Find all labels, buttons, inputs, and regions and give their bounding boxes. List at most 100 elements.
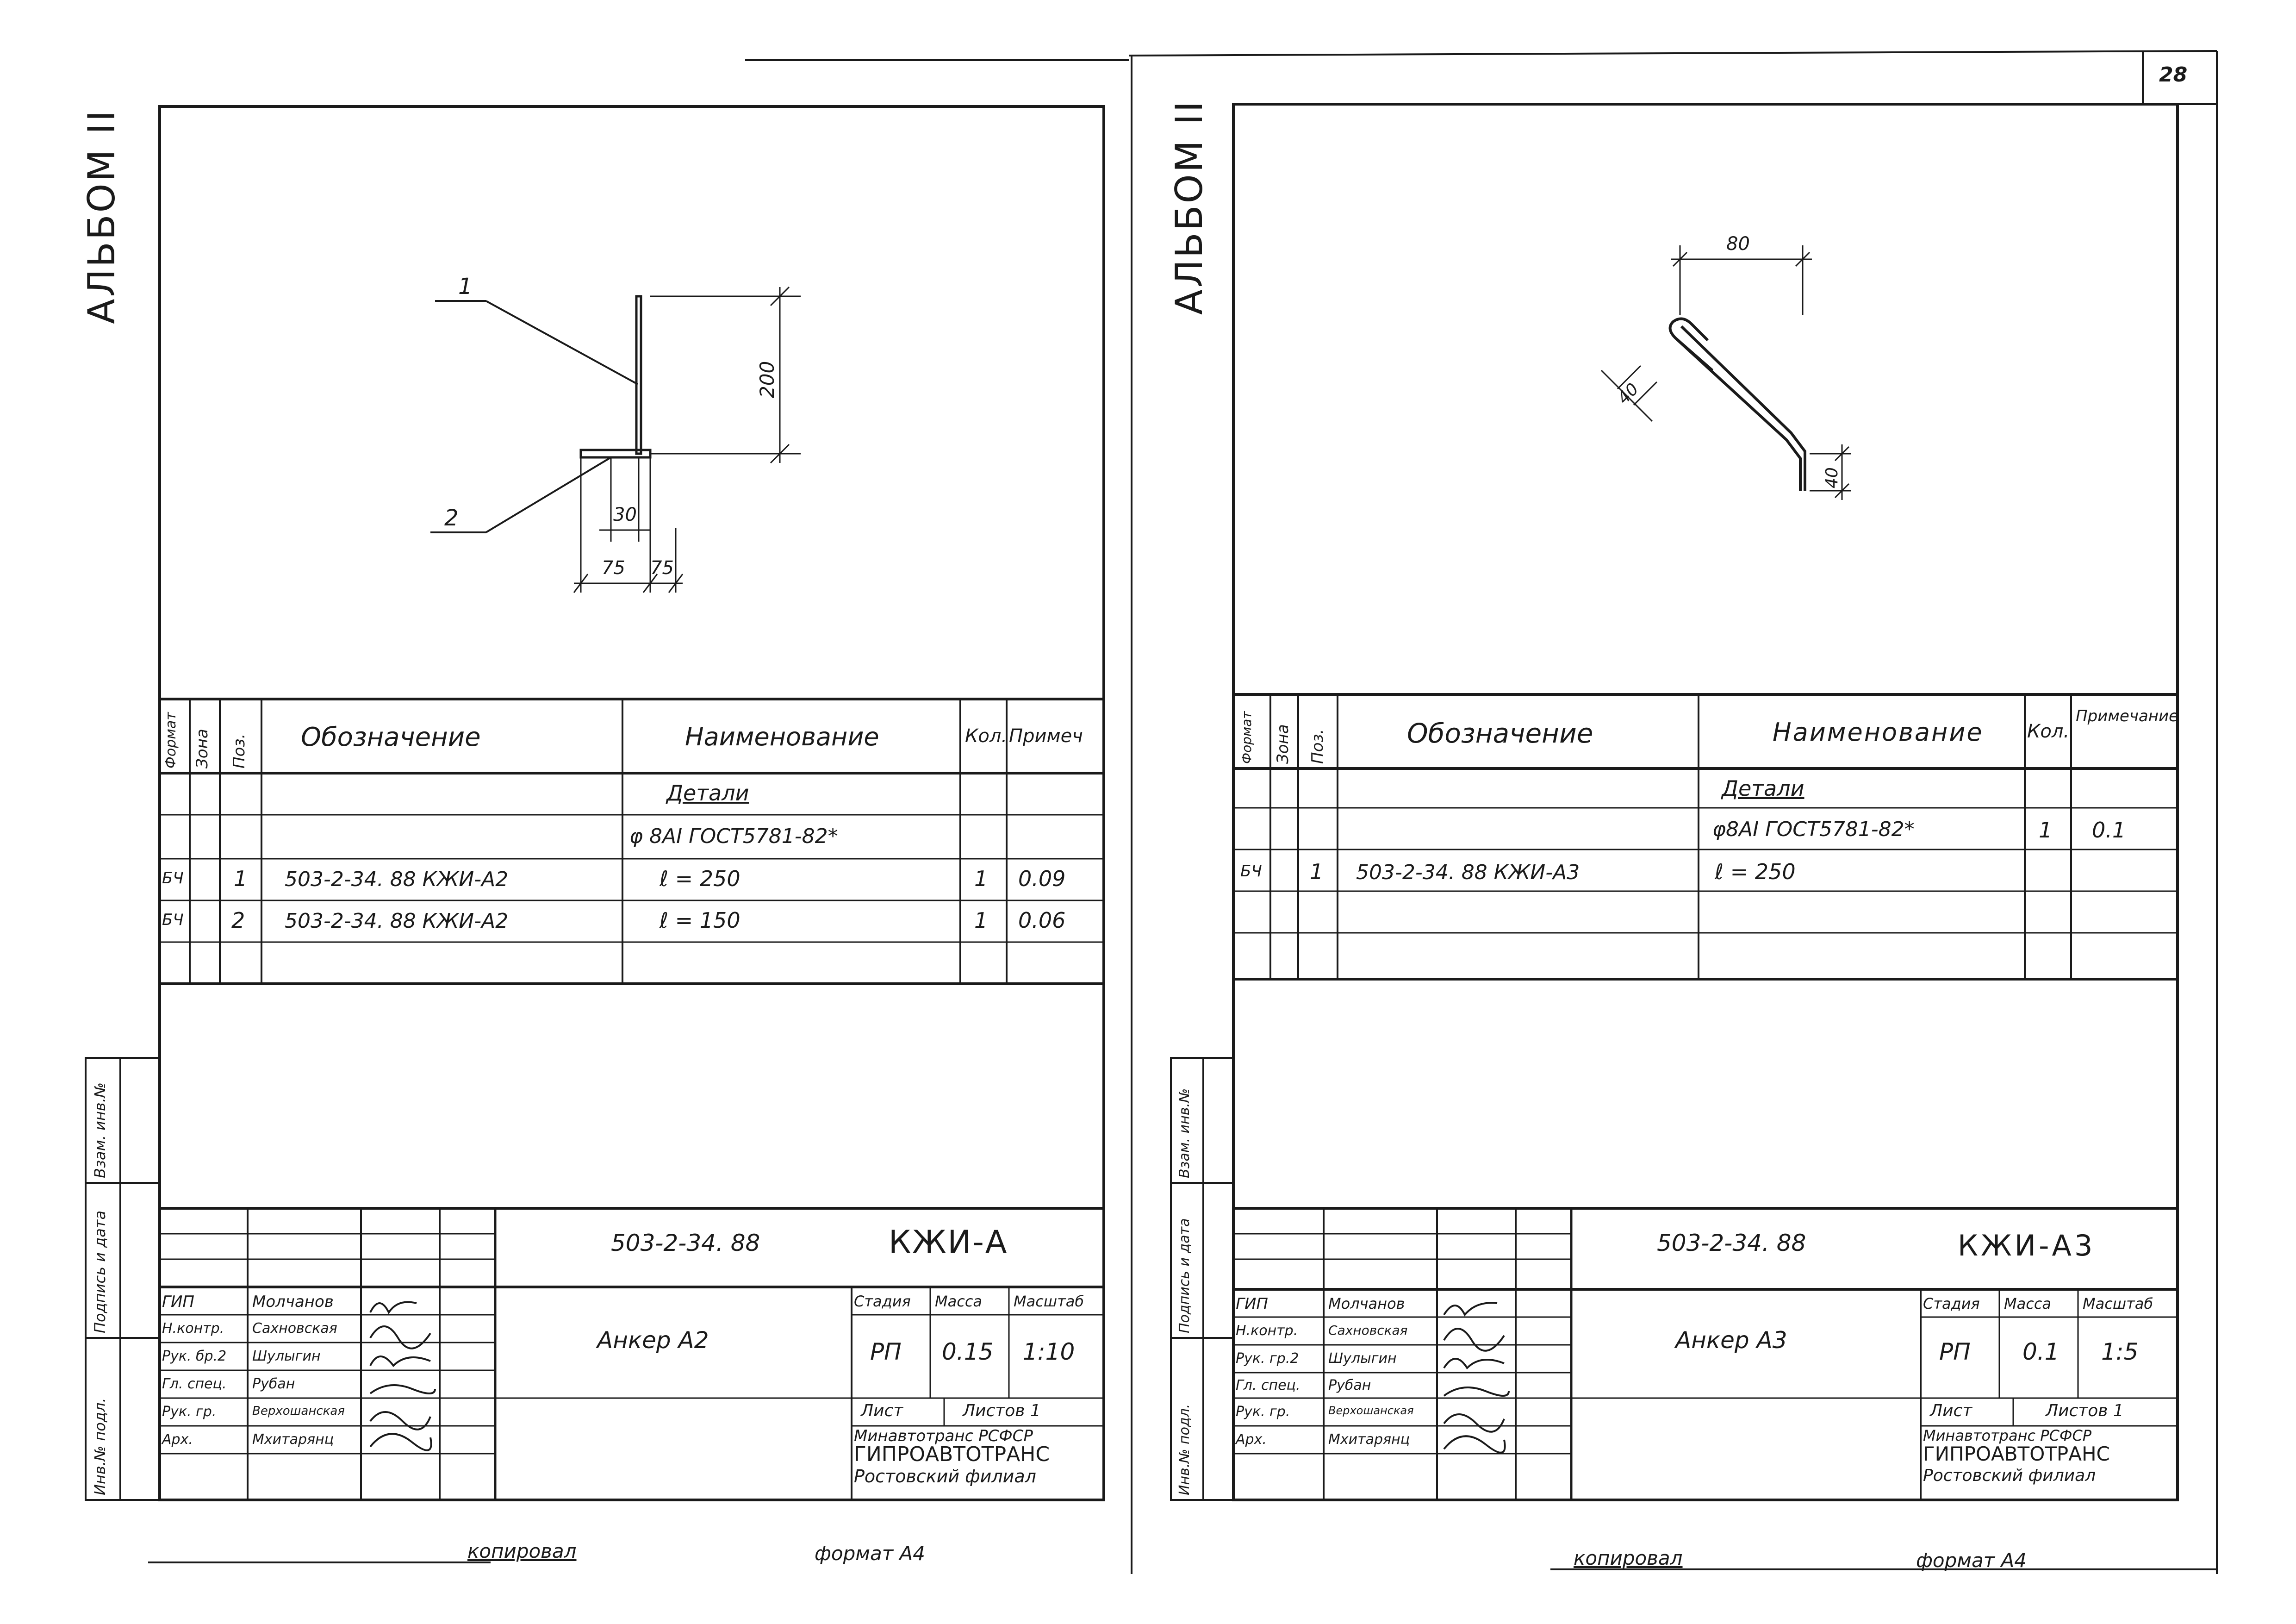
title-sheet-label: Лист xyxy=(861,1401,903,1420)
title-org-ministry: Минавтотранс РСФСР xyxy=(1923,1427,2092,1444)
signer-role: Н.контр. xyxy=(162,1320,224,1337)
footer-format-left: формат А4 xyxy=(815,1542,925,1565)
title-mass: 0.15 xyxy=(942,1338,994,1365)
title-stage-header: Стадия xyxy=(854,1293,911,1310)
title-sheets-label: Листов 1 xyxy=(2046,1401,2124,1420)
stamp-podpis-data-right: Подпись и дата xyxy=(1176,1218,1193,1334)
spec-header-name: Наименование xyxy=(1773,718,1984,747)
spec-header-pos: Поз. xyxy=(230,733,249,768)
spec-header-qty: Кол. xyxy=(2027,721,2070,742)
spec-row-name: φ8AI ГОСТ5781-82* xyxy=(1712,818,1915,841)
title-part-name: Анкер А2 xyxy=(597,1327,709,1354)
spec-row-format: БЧ xyxy=(162,869,184,887)
album-label-right: АЛЬБОМ II xyxy=(1168,99,1211,315)
signer-name: Верхошанская xyxy=(252,1404,345,1418)
spec-header-note: Примеч xyxy=(1009,725,1083,747)
signer-name: Рубан xyxy=(252,1376,295,1392)
spec-row-designation: 503-2-34. 88 КЖИ-А2 xyxy=(285,909,509,933)
stamp-inv-podl-right: Инв.№ подл. xyxy=(1176,1404,1193,1495)
spec-row-format: БЧ xyxy=(162,911,184,929)
title-stage: РП xyxy=(870,1338,902,1365)
title-scale: 1:10 xyxy=(1023,1338,1075,1365)
signer-name: Мхитарянц xyxy=(252,1431,334,1448)
album-label-left: АЛЬБОМ II xyxy=(80,108,123,324)
footer-copied-right: копировал xyxy=(1574,1547,1683,1569)
dim-30: 30 xyxy=(613,504,637,525)
signer-name: Шулыгин xyxy=(252,1348,321,1364)
dim-40-vert: 40 xyxy=(1823,467,1842,488)
spec-row-name: Детали xyxy=(666,781,749,806)
signer-role: Гл. спец. xyxy=(1236,1377,1300,1393)
title-scale: 1:5 xyxy=(2101,1338,2139,1365)
spec-row-name: ℓ = 250 xyxy=(660,866,740,891)
title-scale-header: Масштаб xyxy=(1014,1293,1084,1310)
title-org-branch: Ростовский филиал xyxy=(854,1466,1036,1487)
signer-role: ГИП xyxy=(1236,1295,1268,1313)
signer-role: Арх. xyxy=(162,1431,193,1448)
dim-80: 80 xyxy=(1726,233,1750,255)
signer-role: Рук. бр.2 xyxy=(162,1348,227,1364)
signer-role: Арх. xyxy=(1236,1431,1267,1448)
spec-row-name: ℓ = 250 xyxy=(1715,859,1796,884)
page-number: 28 xyxy=(2159,63,2188,87)
anchor-a3-drawing: 80 40 40 xyxy=(1600,233,1851,500)
leader-label-2: 2 xyxy=(444,505,459,531)
spec-row-note: 0.09 xyxy=(1018,866,1066,891)
spec-row-name: φ 8AI ГОСТ5781-82* xyxy=(629,824,838,848)
title-sheets-label: Листов 1 xyxy=(963,1401,1041,1420)
spec-header-qty: Кол. xyxy=(965,725,1008,747)
spec-row-qty: 1 xyxy=(974,908,988,933)
title-mass-header: Масса xyxy=(2004,1295,2052,1312)
signer-name: Шулыгин xyxy=(1328,1350,1397,1367)
signer-role: Н.контр. xyxy=(1236,1323,1298,1339)
anchor-a2-drawing: 1 2 200 30 75 75 xyxy=(430,274,801,593)
signer-name: Сахновская xyxy=(1328,1323,1408,1338)
signature-scribbles-left xyxy=(369,1301,436,1451)
title-stage-header: Стадия xyxy=(1923,1295,1980,1312)
title-mass: 0.1 xyxy=(2022,1338,2060,1365)
spec-row-designation: 503-2-34. 88 КЖИ-А3 xyxy=(1356,861,1580,884)
title-org-branch: Ростовский филиал xyxy=(1923,1466,2096,1485)
dim-200: 200 xyxy=(756,361,778,398)
title-mass-header: Масса xyxy=(935,1293,983,1310)
signer-role: Рук. гр. xyxy=(162,1404,217,1420)
title-doc-code: КЖИ-А xyxy=(889,1224,1008,1261)
spec-row-format: БЧ xyxy=(1240,862,1262,881)
signer-name: Сахновская xyxy=(252,1320,337,1337)
spec-header-name: Наименование xyxy=(685,722,879,751)
dim-75-a: 75 xyxy=(602,557,625,579)
footer-copied-left: копировал xyxy=(467,1540,577,1562)
footer-format-right: формат А4 xyxy=(1916,1549,2027,1572)
signer-role: Рук. гр.2 xyxy=(1236,1350,1299,1367)
signature-scribbles-right xyxy=(1443,1302,1510,1454)
stamp-vzam-inv-left: Взам. инв.№ xyxy=(91,1082,109,1178)
spec-header-designation: Обозначение xyxy=(1407,718,1593,749)
signer-name: Верхошанская xyxy=(1328,1404,1414,1417)
title-doc-code: КЖИ-А3 xyxy=(1958,1229,2096,1262)
spec-row-pos: 2 xyxy=(231,908,245,933)
signer-role: Рук. гр. xyxy=(1236,1404,1290,1420)
spec-header-zone: Зона xyxy=(193,729,212,768)
spec-row-designation: 503-2-34. 88 КЖИ-А2 xyxy=(285,868,509,891)
signer-name: Молчанов xyxy=(252,1293,334,1311)
spec-row-note: 0.06 xyxy=(1018,908,1066,933)
spec-header-format: Формат xyxy=(1239,711,1254,764)
dim-75-b: 75 xyxy=(650,557,674,579)
spec-header-note: Примечание xyxy=(2076,707,2178,725)
spec-row-pos: 1 xyxy=(1310,859,1324,884)
title-stage: РП xyxy=(1939,1338,1971,1365)
signer-name: Рубан xyxy=(1328,1377,1371,1393)
spec-header-format: Формат xyxy=(163,712,179,768)
stamp-inv-podl-left: Инв.№ подл. xyxy=(91,1398,109,1495)
spec-row-name: ℓ = 150 xyxy=(660,908,740,933)
title-org-institute: ГИПРОАВТОТРАНС xyxy=(854,1443,1050,1466)
title-org-institute: ГИПРОАВТОТРАНС xyxy=(1923,1443,2110,1465)
spec-header-zone: Зона xyxy=(1274,724,1292,764)
spec-row-note: 0.1 xyxy=(2092,818,2126,843)
stamp-vzam-inv-right: Взам. инв.№ xyxy=(1176,1088,1193,1178)
signer-role: Гл. спец. xyxy=(162,1376,227,1392)
signer-role: ГИП xyxy=(162,1293,194,1311)
title-code: 503-2-34. 88 xyxy=(1657,1230,1806,1256)
title-code: 503-2-34. 88 xyxy=(611,1230,760,1256)
